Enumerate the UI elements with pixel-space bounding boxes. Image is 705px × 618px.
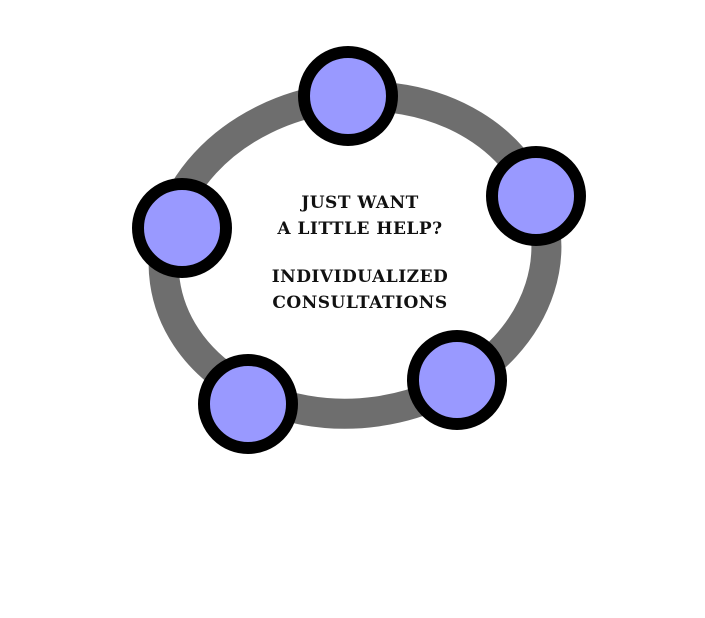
caption-line-1: Just want [301, 193, 419, 213]
caption-block: Just want a little help? Individualized … [200, 190, 520, 316]
caption-line-3: Individualized [271, 267, 449, 287]
node-1 [298, 46, 398, 146]
caption-line-4: Consultations [272, 293, 448, 313]
node-4 [407, 330, 507, 430]
node-2 [486, 146, 586, 246]
node-5 [198, 354, 298, 454]
node-3 [132, 178, 232, 278]
caption-spacer [200, 242, 520, 264]
caption-line-2: a little help? [277, 219, 443, 239]
